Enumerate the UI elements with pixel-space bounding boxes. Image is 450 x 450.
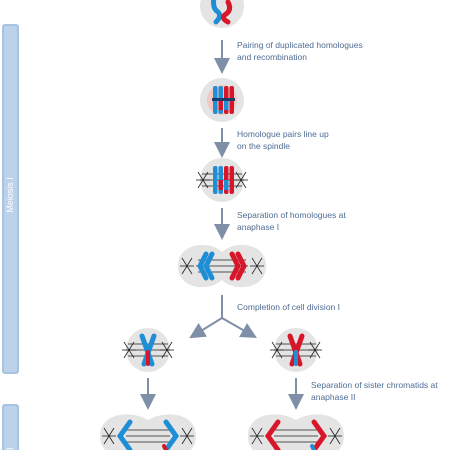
arrow-step-4 bbox=[189, 295, 257, 339]
sidebar-meiosis-i: Meiosis I bbox=[2, 24, 19, 374]
cell-stage-initial bbox=[200, 0, 244, 28]
step-3-line2: anaphase I bbox=[237, 222, 279, 232]
sidebar-label-meiosis-ii: I bbox=[5, 447, 15, 450]
step-5-line1: Separation of sister chromatids at bbox=[311, 380, 438, 390]
step-5-line2: anaphase II bbox=[311, 392, 355, 402]
cell-stage-anaphase-i bbox=[178, 244, 266, 288]
centrosome-right bbox=[234, 171, 248, 189]
cell-stage-anaphase-ii-left bbox=[100, 414, 196, 450]
sidebar-label-meiosis-i: Meiosis I bbox=[5, 177, 15, 213]
centrosome-right-5 bbox=[180, 427, 194, 445]
centrosome-left-2 bbox=[180, 257, 194, 275]
cell-stage-pairing bbox=[200, 78, 244, 122]
centrosome-left-5 bbox=[102, 427, 116, 445]
step-1-line2: and recombination bbox=[237, 52, 307, 62]
centrosome-left-3 bbox=[122, 341, 136, 359]
step-2-line2: on the spindle bbox=[237, 141, 290, 151]
centrosome-right-6 bbox=[328, 427, 342, 445]
cell-stage-metaphase-i bbox=[196, 158, 248, 202]
step-2-line1: Homologue pairs line up bbox=[237, 129, 329, 139]
step-4-line1: Completion of cell division I bbox=[237, 302, 340, 312]
step-1-line1: Pairing of duplicated homologues bbox=[237, 40, 363, 50]
step-3-line1: Separation of homologues at bbox=[237, 210, 346, 220]
cell-stage-metaphase-ii-right bbox=[270, 328, 322, 372]
centrosome-left bbox=[196, 171, 210, 189]
centrosome-right-4 bbox=[308, 341, 322, 359]
centrosome-right-2 bbox=[250, 257, 264, 275]
cell-stage-anaphase-ii-right bbox=[248, 414, 344, 450]
centrosome-right-3 bbox=[160, 341, 174, 359]
centrosome-left-6 bbox=[250, 427, 264, 445]
sidebar-meiosis-ii: I bbox=[2, 404, 19, 450]
cell-stage-metaphase-ii-left bbox=[122, 328, 174, 372]
centrosome-left-4 bbox=[270, 341, 284, 359]
